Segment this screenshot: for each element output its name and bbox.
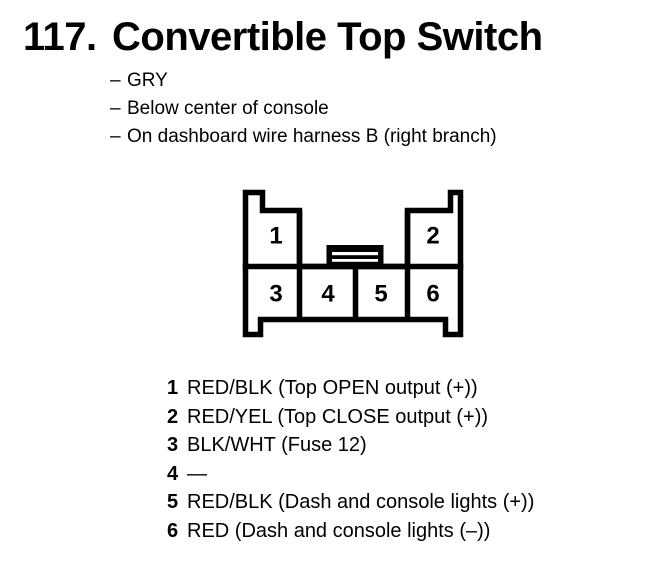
pin-description: RED/YEL (Top CLOSE output (+)) xyxy=(187,405,489,428)
pin-3-label: 3 xyxy=(269,281,282,308)
pin-number: 2 xyxy=(167,405,179,428)
connector-diagram: 1 2 3 4 5 6 xyxy=(242,189,464,338)
notes-list: – GRY – Below center of console – On das… xyxy=(110,67,497,151)
section-title: Convertible Top Switch xyxy=(112,15,543,59)
pin-description: — xyxy=(187,462,207,485)
legend-row: 3 BLK/WHT (Fuse 12) xyxy=(167,431,534,460)
note-item: – GRY xyxy=(110,67,497,95)
pin-2-label: 2 xyxy=(426,223,439,250)
dash-bullet: – xyxy=(110,98,121,119)
pin-4-label: 4 xyxy=(321,281,335,308)
pin-number: 1 xyxy=(167,377,179,399)
dash-bullet: – xyxy=(110,70,121,91)
dash-bullet: – xyxy=(110,126,121,147)
pin-description: RED (Dash and console lights (–)) xyxy=(187,519,491,542)
legend-row: 5 RED/BLK (Dash and console lights (+)) xyxy=(167,488,534,517)
note-text: Below center of console xyxy=(127,98,329,119)
pin-number: 3 xyxy=(167,434,179,456)
pin-legend: 1 RED/BLK (Top OPEN output (+)) 2 RED/YE… xyxy=(167,374,534,545)
section-number: 117. xyxy=(23,15,97,59)
legend-row: 2 RED/YEL (Top CLOSE output (+)) xyxy=(167,403,534,432)
note-text: On dashboard wire harness B (right branc… xyxy=(127,126,497,147)
pin-description: RED/BLK (Top OPEN output (+)) xyxy=(187,377,478,399)
pin-description: BLK/WHT (Fuse 12) xyxy=(187,434,367,456)
note-item: – On dashboard wire harness B (right bra… xyxy=(110,123,497,151)
page-title: 117. Convertible Top Switch xyxy=(23,17,543,57)
pin-number: 4 xyxy=(167,462,179,485)
connector-outline xyxy=(242,189,464,338)
pin-number: 6 xyxy=(167,519,179,542)
pin-number: 5 xyxy=(167,491,179,513)
pin-6-label: 6 xyxy=(426,281,439,308)
legend-row: 4 — xyxy=(167,460,534,489)
pin-1-label: 1 xyxy=(269,223,282,250)
pin-5-label: 5 xyxy=(374,281,387,308)
legend-row: 1 RED/BLK (Top OPEN output (+)) xyxy=(167,374,534,403)
legend-row: 6 RED (Dash and console lights (–)) xyxy=(167,517,534,546)
note-item: – Below center of console xyxy=(110,95,497,123)
pin-description: RED/BLK (Dash and console lights (+)) xyxy=(187,491,535,513)
note-text: GRY xyxy=(127,70,168,91)
latch-tab xyxy=(326,245,384,267)
